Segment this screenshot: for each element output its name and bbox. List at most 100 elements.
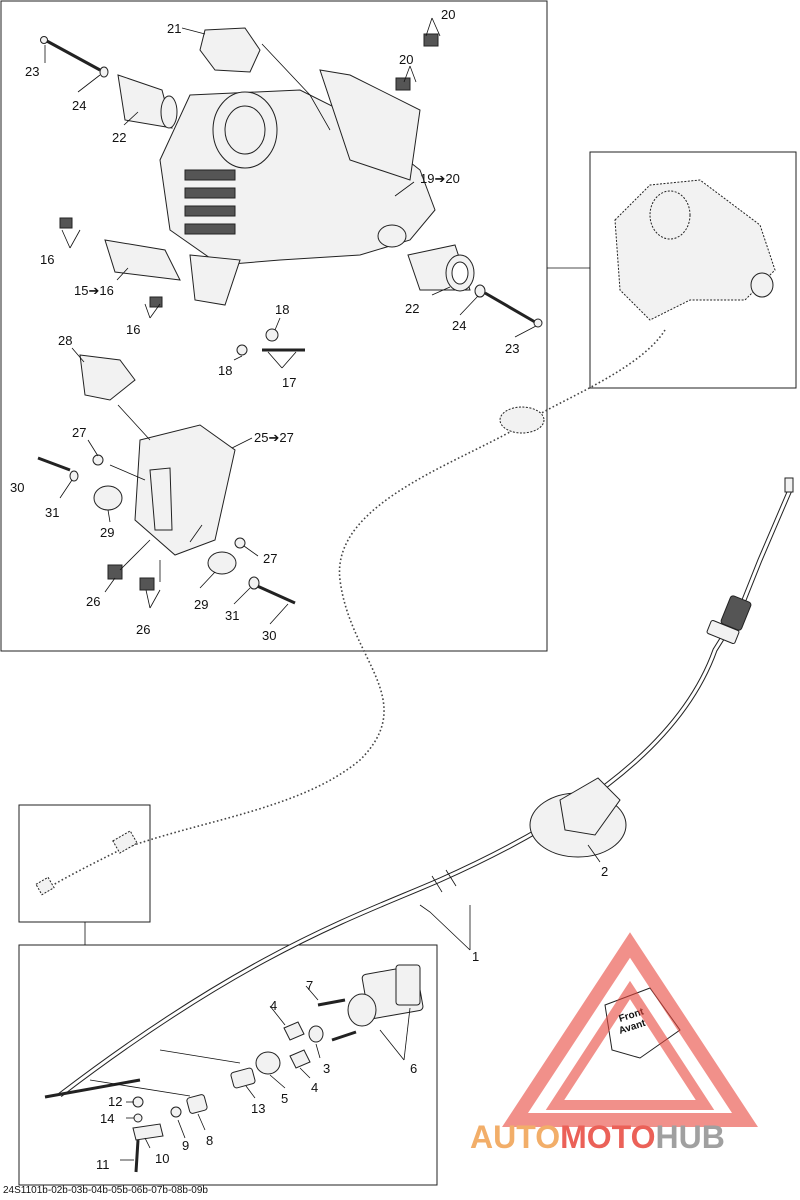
label-31a: 31	[45, 505, 59, 520]
label-18a: 18	[275, 302, 289, 317]
part-30-bolt-right	[254, 583, 296, 605]
label-25: 25➔27	[254, 430, 294, 445]
part-16-clip-b	[149, 296, 163, 308]
part-14-washer	[133, 1113, 143, 1123]
label-23a: 23	[25, 64, 39, 79]
label-17: 17	[282, 375, 296, 390]
label-22a: 22	[112, 130, 126, 145]
label-14: 14	[100, 1111, 114, 1126]
label-26b: 26	[136, 622, 150, 637]
part-22-bushing-left	[117, 74, 173, 129]
throttle-cable-inner	[59, 489, 792, 1097]
part-20-clip-lower	[395, 77, 411, 91]
inset-right-drawing	[614, 179, 776, 321]
label-16b: 16	[126, 322, 140, 337]
cable-routing-dotted-end	[39, 849, 121, 894]
label-24b: 24	[452, 318, 466, 333]
label-4a: 4	[270, 998, 277, 1013]
part-6-ring	[347, 993, 377, 1027]
diagram-reference-code: 24S1101b-02b-03b-04b-05b-06b-07b-08b-09b	[3, 1185, 208, 1196]
throttle-housing	[159, 69, 436, 306]
label-6: 6	[410, 1061, 417, 1076]
cable-end-tip	[784, 477, 794, 493]
label-27a: 27	[72, 425, 86, 440]
label-23b: 23	[505, 341, 519, 356]
watermark-triangle-outer	[502, 932, 758, 1127]
label-24a: 24	[72, 98, 86, 113]
throttle-cable	[58, 489, 793, 1097]
part-27-nut-left	[92, 454, 104, 466]
part-23-bolt-left	[44, 38, 101, 72]
part-12-nut	[132, 1096, 144, 1108]
label-15: 15➔16	[74, 283, 114, 298]
label-22b: 22	[405, 301, 419, 316]
label-2: 2	[601, 864, 608, 879]
part-24-washer-left	[99, 66, 109, 78]
part-2-boot	[559, 777, 621, 836]
label-31b: 31	[225, 608, 239, 623]
label-26a: 26	[86, 594, 100, 609]
inset-frame-left	[18, 804, 151, 923]
part-7-screw-upper	[317, 998, 346, 1007]
part-23-bolt-right	[484, 291, 536, 324]
part-26-clip-b	[139, 577, 155, 591]
label-10: 10	[155, 1151, 169, 1166]
watermark-triangle-inner	[545, 980, 715, 1110]
part-4-half-lower	[289, 1049, 311, 1069]
inset-frame-right	[589, 151, 797, 389]
label-20a: 20	[441, 7, 455, 22]
part-9-nut	[170, 1106, 182, 1118]
label-12: 12	[108, 1094, 122, 1109]
part-30-bolt-left	[37, 456, 71, 472]
callout-labels: 21 20 20 19➔20 23 24 22 16 15➔16 16 22 2…	[10, 7, 608, 1172]
label-13: 13	[251, 1101, 265, 1116]
part-31-washer-left	[69, 470, 79, 482]
label-29b: 29	[194, 597, 208, 612]
label-8: 8	[206, 1133, 213, 1148]
part-5-gear	[255, 1051, 281, 1075]
part-27-nut-right	[234, 537, 246, 549]
part-31-washer-right	[248, 576, 260, 590]
label-19: 19➔20	[420, 171, 460, 186]
label-28: 28	[58, 333, 72, 348]
leader-lines	[44, 17, 601, 1161]
part-25-housing	[134, 424, 236, 556]
label-30a: 30	[10, 480, 24, 495]
automotohub-watermark: AUTOMOTOHUB	[470, 932, 758, 1155]
part-8-sleeve	[186, 1094, 208, 1114]
part-21-grip	[199, 27, 261, 73]
part-10-rod-end	[132, 1123, 164, 1141]
label-20b: 20	[399, 52, 413, 67]
inset-left-drawing	[35, 830, 138, 896]
detail-frame-upper	[0, 0, 548, 652]
part-16-clip-a	[59, 217, 73, 229]
label-4b: 4	[311, 1080, 318, 1095]
label-21: 21	[167, 21, 181, 36]
label-3: 3	[323, 1061, 330, 1076]
part-3-washer	[308, 1025, 324, 1043]
label-29a: 29	[100, 525, 114, 540]
part-29-bushing-left	[93, 485, 123, 511]
label-16a: 16	[40, 252, 54, 267]
part-29-bushing-right	[207, 551, 237, 575]
part-20-clip-upper	[423, 33, 439, 47]
part-26-clip-a	[107, 564, 123, 580]
cable-nut	[706, 619, 740, 645]
cable-end-lower	[44, 1078, 141, 1099]
part-24-washer-right	[474, 284, 486, 298]
label-9: 9	[182, 1138, 189, 1153]
part-7-screw-lower	[331, 1030, 357, 1042]
part-13-ferrule	[230, 1067, 256, 1089]
part-18-washer-a	[265, 328, 279, 342]
cable-routing-dotted	[119, 329, 666, 851]
label-27b: 27	[263, 551, 277, 566]
part-15-bracket	[104, 239, 181, 281]
part-18-washer-b	[236, 344, 248, 356]
watermark-text: AUTOMOTOHUB	[470, 1119, 725, 1155]
label-11: 11	[96, 1157, 110, 1172]
label-30b: 30	[262, 628, 276, 643]
label-7: 7	[306, 978, 313, 993]
label-18b: 18	[218, 363, 232, 378]
part-28-cap	[79, 354, 136, 401]
